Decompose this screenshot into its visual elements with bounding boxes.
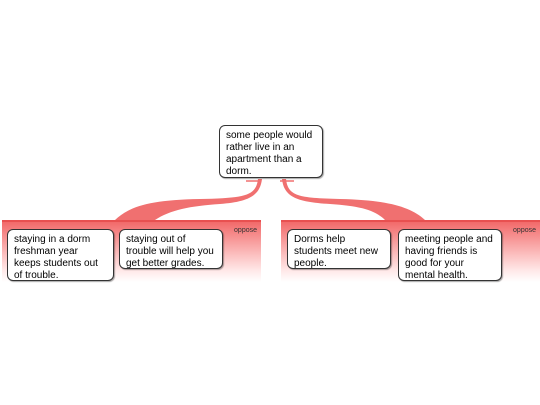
claim-text: staying out of trouble will help you get… — [126, 234, 214, 269]
claim-node[interactable]: staying in a dorm freshman year keeps st… — [7, 229, 114, 281]
claim-text: meeting people and having friends is goo… — [405, 234, 493, 281]
connector-left — [115, 179, 262, 220]
oppose-label: oppose — [234, 227, 257, 234]
claim-text: Dorms help students meet new people. — [294, 234, 378, 269]
oppose-label: oppose — [513, 227, 536, 234]
claim-text: staying in a dorm freshman year keeps st… — [14, 234, 98, 281]
claim-node[interactable]: meeting people and having friends is goo… — [398, 229, 502, 281]
root-claim-text: some people would rather live in an apar… — [226, 130, 313, 177]
root-claim-node[interactable]: some people would rather live in an apar… — [219, 125, 323, 178]
claim-node[interactable]: staying out of trouble will help you get… — [119, 229, 223, 269]
connector-right — [282, 179, 425, 220]
claim-node[interactable]: Dorms help students meet new people. — [287, 229, 391, 269]
